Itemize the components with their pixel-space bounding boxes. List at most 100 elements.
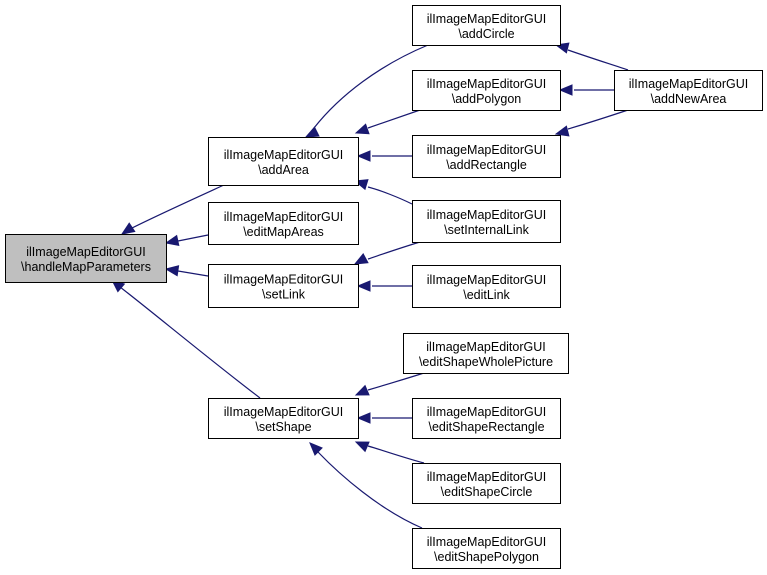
node-editShapeRectangle[interactable]: ilImageMapEditorGUI\editShapeRectangle xyxy=(412,398,561,439)
arrowhead-icon xyxy=(354,441,370,453)
arrowhead-icon xyxy=(554,125,570,137)
node-class-label: ilImageMapEditorGUI xyxy=(629,77,749,91)
node-class-label: ilImageMapEditorGUI xyxy=(427,273,547,287)
edge-line xyxy=(567,49,629,71)
edge-setLink-to-handleMapParameters xyxy=(164,265,209,277)
node-box[interactable] xyxy=(412,463,561,504)
node-box[interactable] xyxy=(208,264,359,308)
edge-setInternalLink-to-setLink xyxy=(353,241,421,265)
node-box[interactable] xyxy=(412,135,561,178)
node-class-label: ilImageMapEditorGUI xyxy=(427,77,547,91)
edge-line xyxy=(177,234,209,242)
arrowhead-icon xyxy=(353,253,369,265)
node-addPolygon[interactable]: ilImageMapEditorGUI\addPolygon xyxy=(412,70,561,111)
arrowhead-icon xyxy=(354,384,370,396)
node-editLink[interactable]: ilImageMapEditorGUI\editLink xyxy=(412,265,561,308)
node-editMapAreas[interactable]: ilImageMapEditorGUI\editMapAreas xyxy=(208,202,359,245)
node-box[interactable] xyxy=(412,528,561,569)
node-editShapePolygon[interactable]: ilImageMapEditorGUI\editShapePolygon xyxy=(412,528,561,569)
node-class-label: ilImageMapEditorGUI xyxy=(224,148,344,162)
edge-addNewArea-to-addPolygon xyxy=(558,84,614,96)
node-class-label: ilImageMapEditorGUI xyxy=(224,273,344,287)
arrowhead-icon xyxy=(304,126,320,138)
nodes-layer: ilImageMapEditorGUI\handleMapParametersi… xyxy=(5,5,763,569)
node-setLink[interactable]: ilImageMapEditorGUI\setLink xyxy=(208,264,359,308)
edge-line xyxy=(367,372,425,391)
edge-line xyxy=(367,241,421,260)
node-box[interactable] xyxy=(208,202,359,245)
arrowhead-icon xyxy=(164,234,180,247)
node-addArea[interactable]: ilImageMapEditorGUI\addArea xyxy=(208,137,359,186)
node-method-label: \setShape xyxy=(255,420,311,434)
edge-addPolygon-to-addArea xyxy=(354,109,421,135)
edge-line xyxy=(367,109,421,129)
node-box[interactable] xyxy=(412,265,561,308)
arrowhead-icon xyxy=(356,150,371,162)
node-method-label: \editMapAreas xyxy=(243,225,324,239)
node-class-label: ilImageMapEditorGUI xyxy=(224,405,344,419)
node-class-label: ilImageMapEditorGUI xyxy=(427,208,547,222)
node-editShapeCircle[interactable]: ilImageMapEditorGUI\editShapeCircle xyxy=(412,463,561,504)
node-class-label: ilImageMapEditorGUI xyxy=(427,143,547,157)
node-addRectangle[interactable]: ilImageMapEditorGUI\addRectangle xyxy=(412,135,561,178)
edge-line xyxy=(177,270,209,277)
arrowhead-icon xyxy=(356,412,371,424)
node-method-label: \addNewArea xyxy=(651,92,727,106)
arrowhead-icon xyxy=(354,123,370,135)
edge-editShapeWholePicture-to-setShape xyxy=(354,372,425,396)
node-class-label: ilImageMapEditorGUI xyxy=(224,210,344,224)
node-class-label: ilImageMapEditorGUI xyxy=(26,245,146,259)
edge-editShapeCircle-to-setShape xyxy=(354,441,425,464)
arrowhead-icon xyxy=(309,442,323,456)
edge-setInternalLink-to-addArea xyxy=(353,179,413,205)
node-method-label: \setLink xyxy=(262,288,306,302)
node-addCircle[interactable]: ilImageMapEditorGUI\addCircle xyxy=(412,5,561,46)
node-method-label: \editShapeWholePicture xyxy=(419,355,553,369)
node-handleMapParameters[interactable]: ilImageMapEditorGUI\handleMapParameters xyxy=(5,234,167,283)
edge-addNewArea-to-addRectangle xyxy=(554,109,629,137)
node-method-label: \setInternalLink xyxy=(444,223,530,237)
edge-line xyxy=(367,186,413,205)
node-editShapeWholePicture[interactable]: ilImageMapEditorGUI\editShapeWholePictur… xyxy=(403,333,569,374)
node-method-label: \addCircle xyxy=(458,27,514,41)
node-method-label: \editShapeRectangle xyxy=(428,420,544,434)
node-box[interactable] xyxy=(412,398,561,439)
node-class-label: ilImageMapEditorGUI xyxy=(427,470,547,484)
edge-addNewArea-to-addCircle xyxy=(554,42,629,71)
node-box[interactable] xyxy=(208,398,359,439)
root-node-box[interactable] xyxy=(5,234,167,283)
node-method-label: \addArea xyxy=(258,163,309,177)
node-addNewArea[interactable]: ilImageMapEditorGUI\addNewArea xyxy=(614,70,763,111)
node-class-label: ilImageMapEditorGUI xyxy=(426,340,546,354)
node-box[interactable] xyxy=(412,70,561,111)
arrowhead-icon xyxy=(356,280,371,292)
node-box[interactable] xyxy=(412,200,561,243)
edge-line xyxy=(119,286,261,399)
node-box[interactable] xyxy=(614,70,763,111)
edge-line xyxy=(367,445,425,464)
node-method-label: \addRectangle xyxy=(446,158,527,172)
node-method-label: \handleMapParameters xyxy=(21,260,151,274)
edge-addCircle-to-addArea xyxy=(304,44,429,138)
edge-line xyxy=(313,44,429,129)
edge-addRectangle-to-addArea xyxy=(356,150,412,162)
node-setShape[interactable]: ilImageMapEditorGUI\setShape xyxy=(208,398,359,439)
edge-line xyxy=(567,109,629,130)
node-method-label: \editShapeCircle xyxy=(441,485,533,499)
node-box[interactable] xyxy=(412,5,561,46)
node-class-label: ilImageMapEditorGUI xyxy=(427,535,547,549)
arrowhead-icon xyxy=(558,84,573,96)
edge-line xyxy=(317,451,423,529)
node-method-label: \editLink xyxy=(463,288,510,302)
node-setInternalLink[interactable]: ilImageMapEditorGUI\setInternalLink xyxy=(412,200,561,243)
node-box[interactable] xyxy=(403,333,569,374)
edge-editMapAreas-to-handleMapParameters xyxy=(164,234,209,247)
node-method-label: \editShapePolygon xyxy=(434,550,539,564)
edge-editShapeRectangle-to-setShape xyxy=(356,412,412,424)
edge-editShapePolygon-to-setShape xyxy=(309,442,423,529)
node-class-label: ilImageMapEditorGUI xyxy=(427,405,547,419)
arrowhead-icon xyxy=(164,265,180,277)
edge-editLink-to-setLink xyxy=(356,280,412,292)
node-box[interactable] xyxy=(208,137,359,186)
